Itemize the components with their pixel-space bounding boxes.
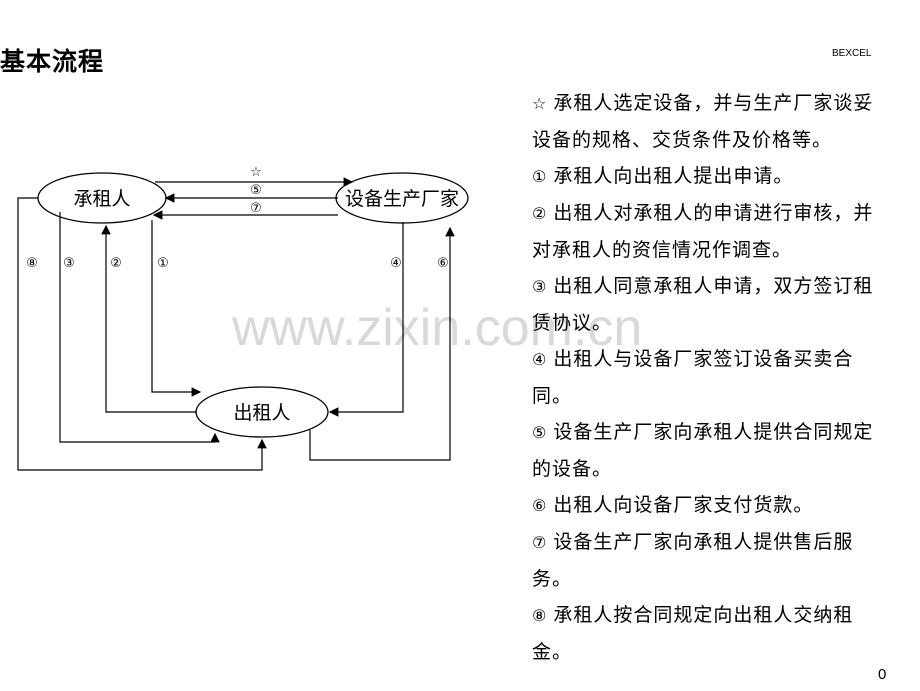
- symbol-left-3: ③: [63, 256, 75, 271]
- slide-title: 基本流程: [0, 47, 105, 76]
- arrow-lessor-to-supplier-6: [309, 226, 455, 461]
- symbol-right-4: ④: [390, 256, 402, 271]
- arrow-lessee-to-lessor-1: [151, 220, 202, 397]
- step-text: 出租人与设备厂家签订设备买卖合同。: [532, 348, 854, 407]
- flow-diagram: 承租人 设备生产厂家 出租人 ☆ ⑤ ⑦ ⑧ ③ ② ① ④ ⑥: [17, 165, 469, 471]
- page-number: 0: [878, 666, 887, 683]
- symbol-top-7: ⑦: [250, 201, 262, 216]
- step-symbol: ④: [532, 350, 548, 369]
- step-symbol: ③: [532, 277, 548, 296]
- step-symbol: ⑦: [532, 533, 548, 552]
- symbol-right-6: ⑥: [437, 256, 449, 271]
- step-symbol: ⑤: [532, 423, 548, 442]
- step-symbol: ⑧: [532, 606, 548, 625]
- step-text: 承租人按合同规定向出租人交纳租金。: [532, 604, 854, 663]
- step-text: 承租人向出租人提出申请。: [553, 165, 794, 187]
- watermark: www.zixin.com.cn: [232, 299, 643, 357]
- symbol-top-5: ⑤: [250, 183, 262, 198]
- arrow-lessor-to-lessee-2: [101, 224, 197, 413]
- lessor-label: 出租人: [233, 402, 290, 424]
- arrow-lessee-to-lessor-8: [17, 197, 267, 471]
- step-text: 出租人对承租人的申请进行审核，并对承租人的资信情况作调查。: [532, 202, 874, 261]
- step-symbol: ①: [532, 167, 548, 186]
- step-item: ☆承租人选定设备，并与生产厂家谈妥设备的规格、交货条件及价格等。: [532, 85, 882, 158]
- arrow-lessee-to-lessor-3: [59, 212, 220, 443]
- step-text: 出租人向设备厂家支付货款。: [553, 494, 814, 516]
- symbol-star: ☆: [250, 165, 262, 180]
- step-symbol: ⑥: [532, 496, 548, 515]
- step-list: ☆承租人选定设备，并与生产厂家谈妥设备的规格、交货条件及价格等。 ① 承租人向出租…: [532, 85, 882, 670]
- lessee-label: 承租人: [73, 188, 130, 210]
- step-symbol: ②: [532, 204, 548, 223]
- symbol-left-8: ⑧: [26, 256, 38, 271]
- step-symbol: ☆: [532, 94, 548, 113]
- step-text: 出租人同意承租人申请，双方签订租赁协议。: [532, 275, 874, 334]
- supplier-label: 设备生产厂家: [345, 188, 459, 210]
- logo: BEXCEL: [832, 48, 872, 59]
- step-item: ⑥ 出租人向设备厂家支付货款。: [532, 487, 882, 524]
- arrow-lessor-to-supplier-4: [328, 222, 404, 417]
- symbol-left-2: ②: [110, 256, 122, 271]
- step-text: 设备生产厂家向承租人提供售后服务。: [532, 531, 854, 590]
- step-text: 承租人选定设备，并与生产厂家谈妥设备的规格、交货条件及价格等。: [532, 92, 874, 151]
- step-item: ① 承租人向出租人提出申请。: [532, 158, 882, 195]
- symbol-left-1: ①: [157, 256, 169, 271]
- step-text: 设备生产厂家向承租人提供合同规定的设备。: [532, 421, 874, 480]
